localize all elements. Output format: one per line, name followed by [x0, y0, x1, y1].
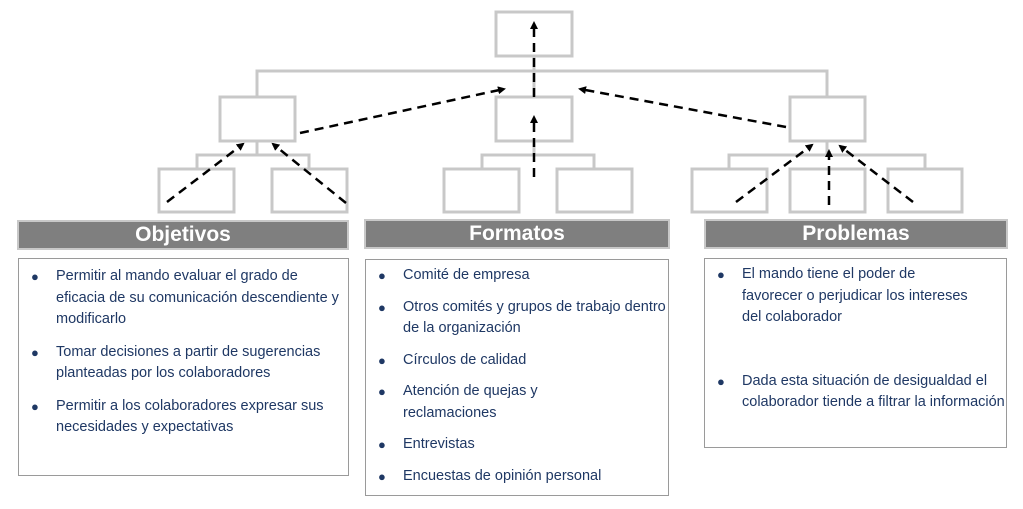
- problemas-header: Problemas: [704, 219, 1008, 249]
- list-item: ● Comité de empresa: [366, 265, 668, 287]
- arrow-right-1-up: [735, 143, 814, 203]
- bullet-icon: ●: [378, 437, 386, 452]
- list-item: ● El mando tiene el poder de favorecer o…: [717, 266, 968, 325]
- list-item: ● Otros comités y grupos de trabajo dent…: [378, 298, 666, 337]
- org-box-left: [218, 95, 297, 143]
- arrow-left-1-up: [166, 142, 245, 203]
- problemas-panel: ● El mando tiene el poder de favorecer o…: [704, 258, 1007, 448]
- bullet-icon: ●: [378, 268, 386, 283]
- bullet-icon: ●: [717, 267, 725, 282]
- list-item: ● Entrevistas: [366, 434, 668, 456]
- bullet-icon: ●: [717, 373, 725, 389]
- arrow-left-to-middle: [299, 86, 506, 135]
- org-box-right-1: [690, 167, 769, 214]
- objetivos-header: Objetivos: [17, 220, 349, 250]
- formatos-title: Formatos: [469, 222, 565, 245]
- arrow-right-to-middle: [578, 86, 787, 129]
- list-item: ● Permitir a los colaboradores expresar …: [31, 397, 324, 436]
- list-item: ● Tomar decisiones a partir de sugerenci…: [31, 343, 321, 382]
- org-box-middle: [494, 95, 574, 143]
- bullet-icon: ●: [378, 299, 386, 315]
- arrow-right-3-up: [838, 144, 914, 203]
- list-item: ● Atención de quejas y reclamaciones: [378, 383, 538, 421]
- org-box-middle-1: [442, 167, 521, 214]
- org-box-left-2: [270, 167, 349, 214]
- list-item: ● Encuestas de opinión personal: [366, 466, 668, 488]
- org-boxes: [157, 10, 964, 214]
- dashed-arrows: [166, 21, 914, 205]
- org-box-middle-2: [555, 167, 634, 214]
- formatos-panel: ● Comité de empresa ● Otros comités y gr…: [365, 259, 669, 496]
- org-box-left-1: [157, 167, 236, 214]
- list-item: ● Permitir al mando evaluar el grado de …: [31, 268, 339, 327]
- formatos-header: Formatos: [364, 219, 670, 249]
- list-item: ● Dada esta situación de desigualdad el …: [717, 372, 1005, 411]
- objetivos-panel: ● Permitir al mando evaluar el grado de …: [18, 258, 349, 476]
- bullet-icon: ●: [378, 352, 386, 368]
- bullet-icon: ●: [378, 384, 386, 399]
- problemas-title: Problemas: [802, 222, 910, 245]
- bullet-icon: ●: [378, 468, 386, 484]
- org-box-right-3: [886, 167, 964, 214]
- arrow-left-2-up: [271, 142, 347, 204]
- bullet-icon: ●: [31, 398, 39, 414]
- list-item: ● Círculos de calidad: [366, 350, 668, 372]
- bullet-icon: ●: [31, 269, 39, 284]
- org-box-right: [788, 95, 867, 143]
- org-box-right-2: [788, 167, 867, 214]
- bullet-icon: ●: [31, 344, 39, 360]
- objetivos-title: Objetivos: [135, 223, 231, 246]
